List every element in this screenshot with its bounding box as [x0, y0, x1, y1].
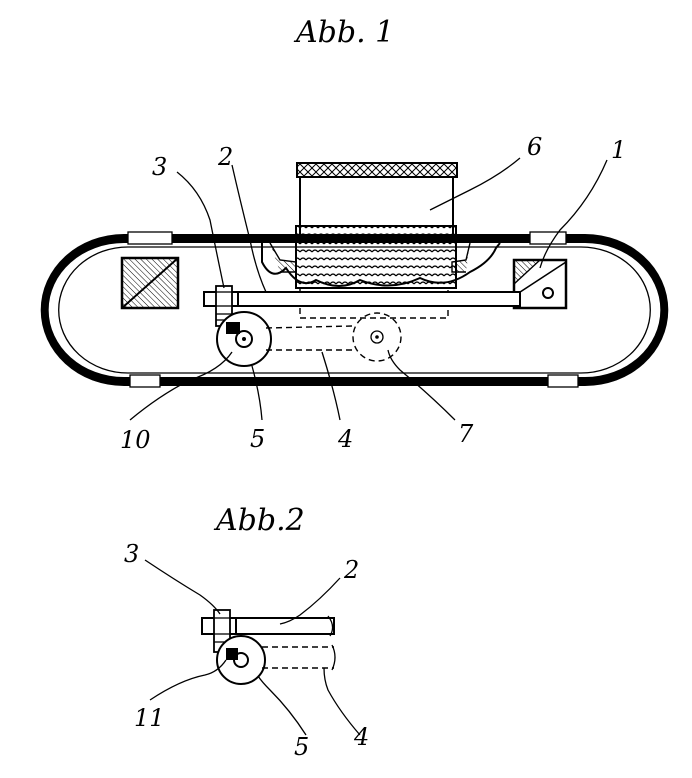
fig2-disc-and-link — [217, 636, 335, 684]
fig2-label-3: 3 — [124, 540, 139, 568]
fig1-label-6: 6 — [527, 133, 542, 161]
figure-1-title: Abb. 1 — [293, 15, 394, 50]
figure-1: Abb. 1 — [41, 15, 669, 454]
fig1-label-10: 10 — [120, 426, 151, 454]
fig1-label-4: 4 — [337, 425, 353, 453]
figure-2-title: Abb.2 — [213, 503, 305, 538]
fig1-label-2: 2 — [217, 143, 233, 171]
fig1-label-5: 5 — [250, 425, 265, 453]
fig1-label-1: 1 — [611, 136, 626, 164]
fig1-label-3: 3 — [152, 153, 167, 181]
fig2-label-2: 2 — [343, 556, 359, 584]
fig1-label-7: 7 — [458, 420, 474, 448]
figure-2: Abb.2 3 2 11 — [124, 503, 369, 761]
fig2-label-4: 4 — [353, 723, 369, 751]
fig2-label-5: 5 — [294, 733, 309, 761]
left-block — [122, 258, 178, 308]
fig2-label-11: 11 — [134, 704, 165, 732]
